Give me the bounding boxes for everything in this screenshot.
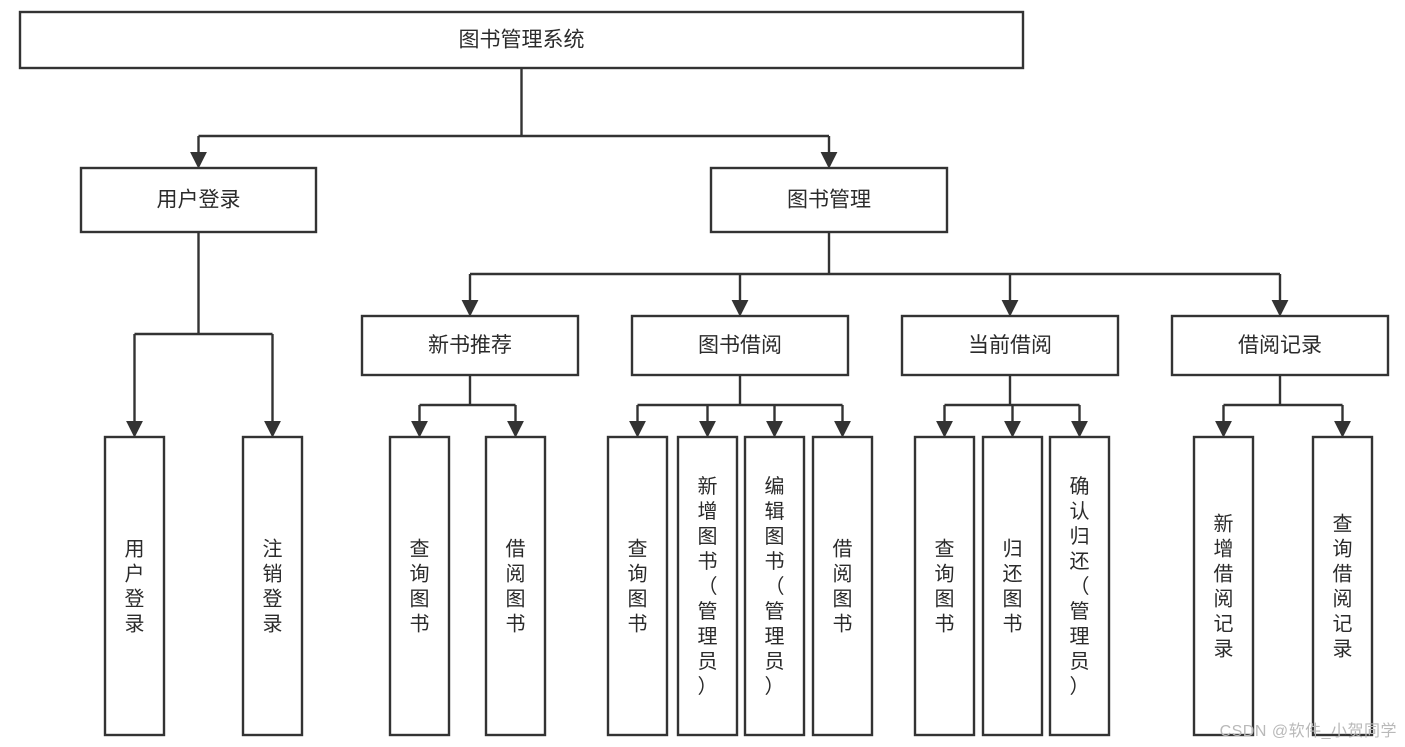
- node-label-leaf-user-login: 用户登录: [125, 539, 145, 636]
- node-label-leaf-query-book-current: 查询图书: [935, 538, 955, 636]
- node-leaf-query-book-borrow: 查询图书: [606, 435, 669, 737]
- node-root: 图书管理系统: [18, 10, 1025, 70]
- node-book-manage: 图书管理: [709, 166, 949, 234]
- node-label-user-login: 用户登录: [157, 189, 241, 212]
- node-label-leaf-edit-book: 编辑图书（管理员）: [765, 475, 785, 698]
- connector-c-userlogin-leaves: [126, 232, 281, 438]
- node-leaf-borrow-book: 借阅图书: [811, 435, 874, 737]
- node-label-current-borrow: 当前借阅: [968, 334, 1052, 357]
- node-leaf-logout: 注销登录: [241, 435, 304, 737]
- node-leaf-user-login: 用户登录: [103, 435, 166, 737]
- nodes-layer: 图书管理系统用户登录图书管理新书推荐图书借阅当前借阅借阅记录用户登录注销登录查询…: [18, 10, 1390, 737]
- node-leaf-add-borrow-record: 新增借阅记录: [1192, 435, 1255, 737]
- node-label-leaf-borrow-book: 借阅图书: [833, 538, 853, 636]
- node-label-leaf-add-borrow-record: 新增借阅记录: [1214, 513, 1234, 661]
- node-user-login: 用户登录: [79, 166, 318, 234]
- node-label-leaf-query-book-recommend: 查询图书: [410, 538, 430, 636]
- node-leaf-query-book-current: 查询图书: [913, 435, 976, 737]
- node-label-leaf-query-book-borrow: 查询图书: [628, 538, 648, 636]
- connector-c-bookmanage-children: [461, 232, 1289, 317]
- node-book-borrow: 图书借阅: [630, 314, 850, 377]
- node-label-leaf-add-book: 新增图书（管理员）: [698, 475, 718, 698]
- connector-c-record-leaves: [1215, 375, 1351, 438]
- node-leaf-query-borrow-record: 查询借阅记录: [1311, 435, 1374, 737]
- connector-c-recommend-leaves: [411, 375, 524, 438]
- node-leaf-borrow-book-recommend: 借阅图书: [484, 435, 547, 737]
- node-new-book-recommend: 新书推荐: [360, 314, 580, 377]
- node-label-leaf-logout: 注销登录: [263, 538, 283, 636]
- node-leaf-return-book: 归还图书: [981, 435, 1044, 737]
- node-label-new-book-recommend: 新书推荐: [428, 334, 512, 357]
- node-leaf-query-book-recommend: 查询图书: [388, 435, 451, 737]
- node-label-leaf-return-book: 归还图书: [1003, 538, 1023, 636]
- node-label-borrow-record: 借阅记录: [1238, 334, 1322, 357]
- connector-c-borrow-leaves: [629, 375, 851, 438]
- node-label-book-manage: 图书管理: [787, 189, 871, 212]
- connector-c-root-children: [190, 68, 838, 169]
- node-label-root: 图书管理系统: [459, 29, 585, 52]
- node-label-leaf-query-borrow-record: 查询借阅记录: [1333, 513, 1353, 661]
- node-borrow-record: 借阅记录: [1170, 314, 1390, 377]
- node-current-borrow: 当前借阅: [900, 314, 1120, 377]
- node-label-leaf-borrow-book-recommend: 借阅图书: [506, 538, 526, 636]
- node-leaf-confirm-return: 确认归还（管理员）: [1048, 435, 1111, 737]
- connector-c-current-leaves: [936, 375, 1088, 438]
- node-leaf-edit-book: 编辑图书（管理员）: [743, 435, 806, 737]
- node-leaf-add-book: 新增图书（管理员）: [676, 435, 739, 737]
- node-label-leaf-confirm-return: 确认归还（管理员）: [1070, 475, 1090, 698]
- edges-layer: [126, 68, 1351, 438]
- node-label-book-borrow: 图书借阅: [698, 334, 782, 357]
